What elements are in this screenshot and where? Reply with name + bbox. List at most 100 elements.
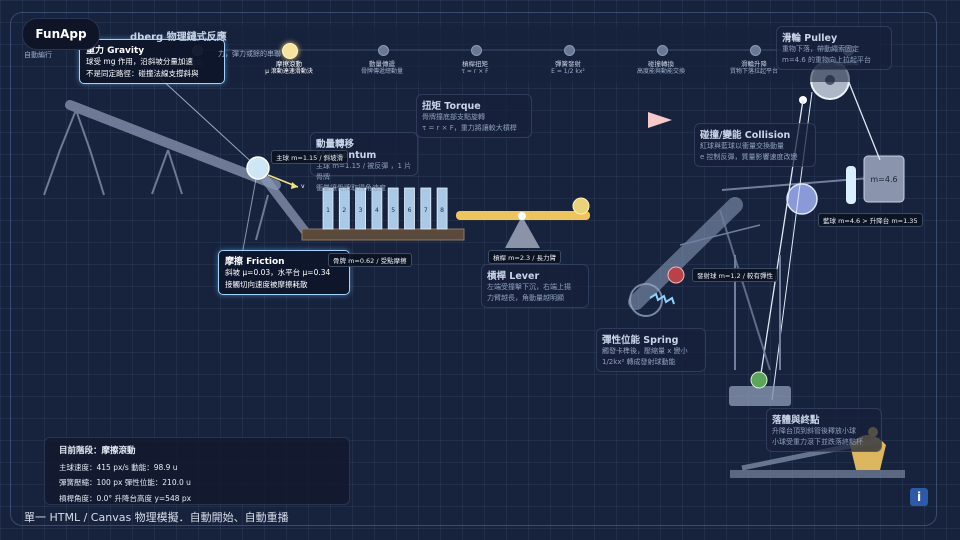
domino-label: 5 [391,207,395,214]
app-logo-button[interactable]: FunApp [22,18,100,50]
lever-desc-1: 左端受撞擊下沉，右端上揚 [487,283,571,291]
timeline-step-name: 槓桿扭矩 [462,60,488,68]
domino-1 [322,187,334,230]
friction-title: 摩擦 Friction [225,257,285,267]
timeline-step-sub: 質物下落拉起平台 [729,68,778,75]
ball-tag: 主球 m=1.15 / 斜坡滑 [271,150,349,164]
pulley-title: 滑輪 Pulley [782,33,838,44]
spring-desc-1: 觸發卡榫後，壓縮量 x 變小 [602,347,688,355]
torque-desc-2: τ = r × F，重力將讓較大槓桿 [422,124,517,132]
pulley-desc-2: m=4.6 的重物向上拉起平台 [782,56,872,64]
gravity-callout: 重力 Gravity 球受 mg 作用，沿斜坡分量加速 不是同定路徑：碰撞法線支… [79,39,225,84]
current-stage: 目前階段：摩擦滾動 [59,446,136,456]
info-icon[interactable]: i [910,488,928,506]
finish-panel: 落體與終點 升降台頂到斜管後釋放小球 小球受重力滾下並跌落終點杯 [766,408,882,452]
footer-caption: 單一 HTML / Canvas 物理模擬．自動開始、自動重播 [24,511,289,524]
timeline-step-sub: τ = r × F [461,68,489,75]
timeline-step-name: 滑輪升降 [741,60,767,68]
canvas-frame [10,12,937,526]
app-subtitle: 自動編行 [24,51,52,59]
timeline-step-name: 摩擦滾動 [276,60,302,68]
gravity-ramp [43,100,313,241]
spring-panel: 彈性位能 Spring 觸發卡榫後，壓縮量 x 變小 1/2kx² 轉成發射球動… [596,328,706,372]
elevator-platform [729,386,791,406]
domino-6 [404,187,415,230]
finish-title: 落體與終點 [772,415,820,426]
finish-desc-2: 小球受重力滾下並跌落終點杯 [772,438,863,446]
timeline-dot-2[interactable] [282,43,298,59]
gravity-title: 重力 Gravity [86,46,145,56]
stat-ball-speed: 主球速度：415 px/s 動能：98.9 u [59,462,178,472]
domino-3 [355,187,367,230]
lever-title: 槓桿 Lever [487,271,540,282]
timeline-step-name: 動量傳遞 [369,60,395,68]
domino-row: 1 2 3 4 5 6 7 8 [322,187,448,230]
momentum-desc-2: 衝量讓骨牌取得角速度 [316,184,386,192]
timeline-step-3: 動量傳遞骨牌傳遞總動量 [342,60,422,76]
collision-title: 碰撞/變能 Collision [700,130,791,141]
domino-label: 4 [375,207,379,214]
timeline-dot-7[interactable] [749,45,761,56]
timeline-step-sub: E = 1/2 kx² [551,68,585,75]
timeline-dot-5[interactable] [563,45,575,56]
gravity-desc-1: 球受 mg 作用，沿斜坡分量加速 [86,57,193,66]
domino-label: 8 [440,207,444,214]
timeline-dot-4[interactable] [470,45,482,56]
spring-desc-2: 1/2kx² 轉成發射球動能 [602,358,676,366]
friction-desc-2: 接觸切向速度被摩擦耗散 [225,280,308,289]
blue-ball-tag: 藍球 m=4.6 > 升降台 m=1.35 [818,213,923,227]
timeline-step-7: 滑輪升降質物下落拉起平台 [714,60,794,76]
red-ball-tag: 發射球 m=1.2 / 較有彈性 [692,268,779,282]
green-ball [750,371,768,389]
domino-label: 3 [359,207,363,214]
timeline-step-name: 碰撞轉換 [648,60,674,68]
torque-panel: 扭矩 Torque 骨牌撞底部支點旋轉 τ = r × F，重力將讓較大槓桿 [416,94,532,138]
lever-tag: 槓桿 m=2.3 / 長力臂 [488,250,562,264]
timeline-step-sub: μ 滾動達速滑動決 [265,68,313,75]
spring-title: 彈性位能 Spring [602,335,679,346]
domino-label: 6 [408,207,412,214]
domino-label: 7 [424,207,428,214]
timeline-step-6: 碰撞轉換高度能與動能交換 [621,60,701,76]
weight-post [846,166,856,204]
lever-panel: 槓桿 Lever 左端受撞擊下沉，右端上揚 力臂越長，角動量越明顯 [481,264,589,308]
domino-tag: 骨牌 m=0.62 / 受點摩擦 [328,253,412,267]
friction-desc-1: 斜坡 μ=0.03，水平台 μ=0.34 [225,268,331,277]
lever-desc-2: 力臂越長，角動量越明顯 [487,294,564,302]
domino-2 [338,187,350,230]
collision-pulley: m=4.6 [719,60,905,406]
torque-desc-1: 骨牌撞底部支點旋轉 [422,113,485,121]
pulley-desc-1: 重物下落，帶動繩索固定 [782,45,859,53]
collision-panel: 碰撞/變能 Collision 紅球與藍球以衝量交換動量 e 控制反彈，質量影響… [694,123,816,167]
domino-label: 1 [326,207,330,214]
timeline-dot-3[interactable] [377,45,389,56]
domino-platform [301,228,465,241]
timeline-step-name: 彈簧發射 [555,60,581,68]
stats-panel: 目前階段：摩擦滾動 主球速度：415 px/s 動能：98.9 u 彈簧壓縮：1… [44,437,350,505]
gravity-desc-2: 不是同定路徑：碰撞法線支撐斜與 [86,69,199,78]
timeline-dot-6[interactable] [656,45,668,56]
timeline-step-sub: 骨牌傳遞總動量 [360,68,403,75]
domino-label: 2 [342,207,346,214]
domino-8 [436,187,448,230]
domino-7 [420,187,432,230]
pennant-flag [648,112,672,128]
weight-block [863,155,905,203]
torque-title: 扭矩 Torque [422,101,481,112]
app-intro: 力，彈力或餘的串聯 [218,50,281,58]
velocity-label: v [301,183,305,190]
stat-spring: 彈簧壓縮：100 px 彈性位能：210.0 u [59,478,191,487]
blue-ball [786,183,818,215]
stat-lever: 槓桿角度：0.0° 升降台高度 y=548 px [59,493,192,503]
friction-callout: 摩擦 Friction 斜坡 μ=0.03，水平台 μ=0.34 接觸切向速度被… [218,250,350,295]
pulley-panel: 滑輪 Pulley 重物下落，帶動繩索固定 m=4.6 的重物向上拉起平台 [776,26,892,70]
app-title: dberg 物理鏈式反應 [130,32,227,43]
collision-desc-2: e 控制反彈，質量影響速度改變 [700,153,798,161]
lever [456,197,590,248]
